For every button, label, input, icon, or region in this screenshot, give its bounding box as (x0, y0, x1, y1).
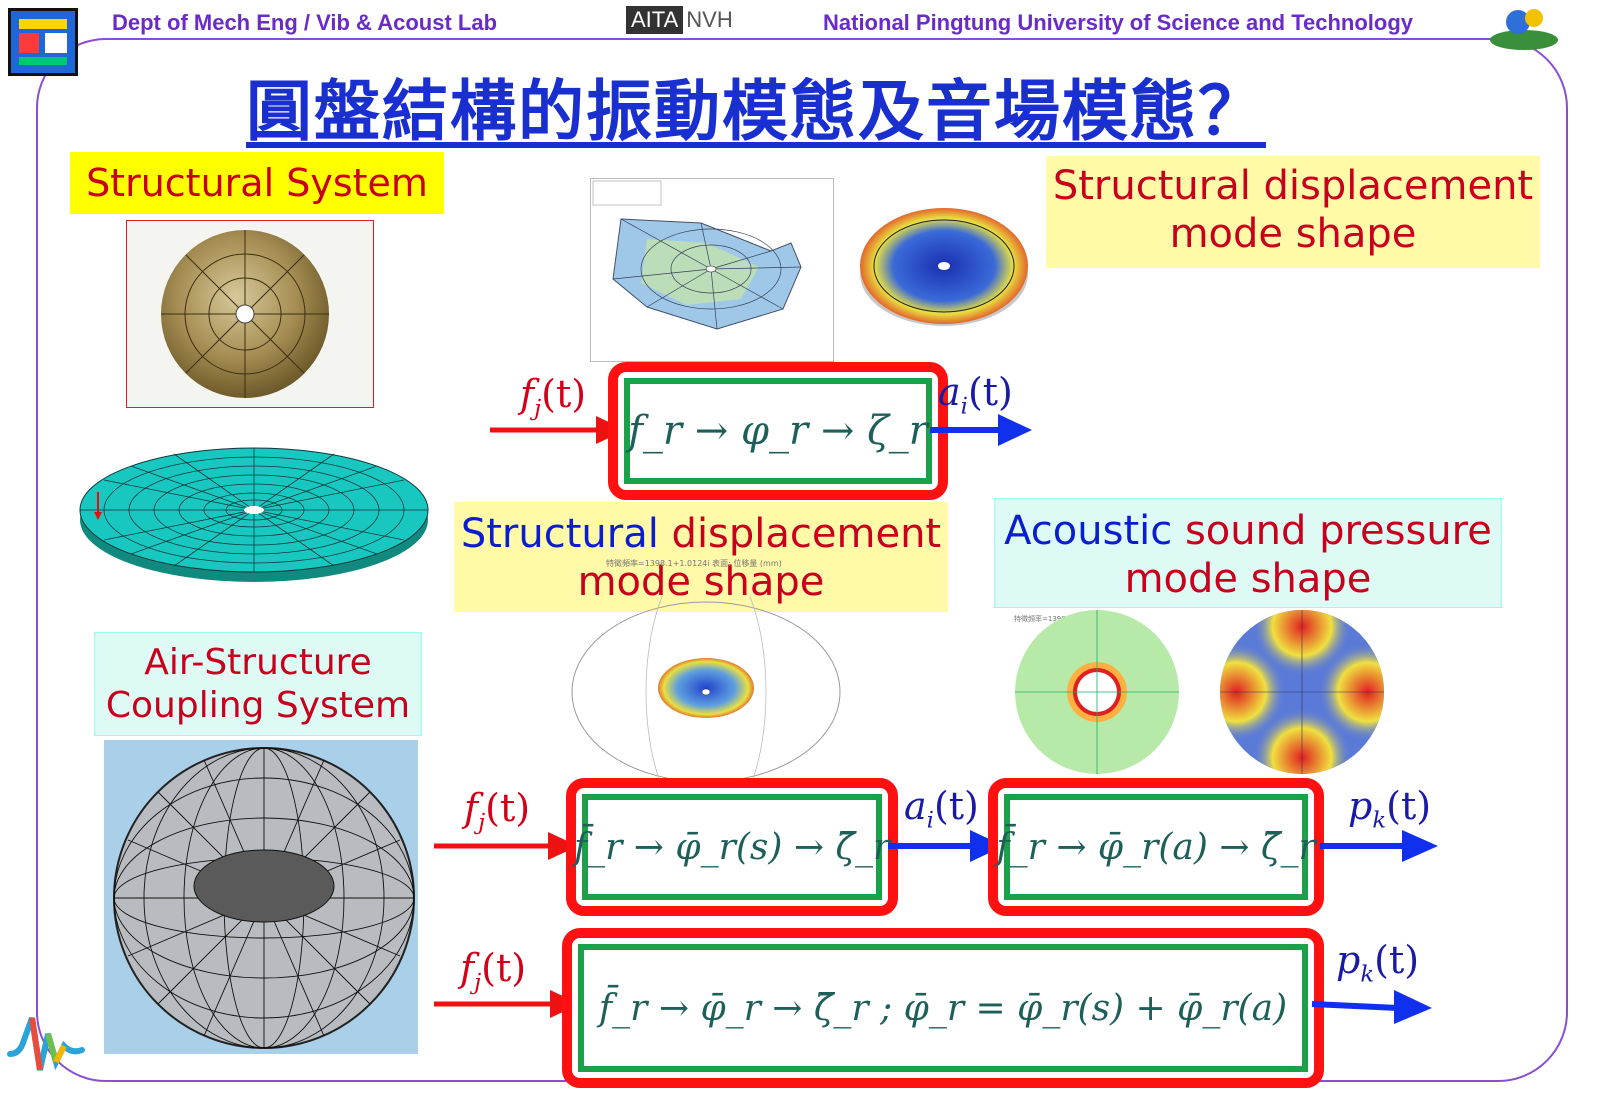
coupling-arrow (888, 830, 1004, 862)
system-block-2a: f̄_r → φ̄_r(s) → ζ̄_r (566, 778, 898, 916)
mid-displacement-text: displacement (671, 511, 942, 557)
input-arrow-3 (434, 990, 580, 1018)
input-arrow-2 (434, 832, 578, 860)
fem-caption: 特徵頻率=1398.1+1.0124i 表面: 位移量 (mm) (606, 559, 782, 568)
input-signal-2: fj(t) (464, 786, 531, 836)
system-block-2b: f̄_r → φ̄_r(a) → ζ̄_r (988, 778, 1324, 916)
output-signal-3: pk(t) (1336, 938, 1420, 988)
brass-disc-photo (126, 220, 374, 408)
system-block-2b-inner: f̄_r → φ̄_r(a) → ζ̄_r (996, 794, 1316, 900)
structural-system-label: Structural System (70, 152, 444, 214)
output-arrow-1 (930, 414, 1032, 446)
acoustic-text: Acoustic (1004, 508, 1173, 554)
air-structure-line1: Air-Structure (144, 642, 372, 683)
acoustic-mode-label: Acoustic sound pressure mode shape (994, 498, 1502, 608)
system-block-2a-inner: f̄_r → φ̄_r(s) → ζ̄_r (574, 794, 890, 900)
aita-text: AITA (626, 6, 684, 34)
aita-nvh-logo: AITA NVH (626, 6, 733, 34)
mid-structural-text: Structural (460, 511, 659, 557)
disp-mode-label-top: Structural displacement mode shape (1046, 156, 1540, 268)
experimental-mode-shape (590, 178, 834, 362)
input-signal-3: fj(t) (460, 946, 527, 996)
disp-mode-top-line2: mode shape (1169, 211, 1417, 257)
output-arrow-2 (1320, 830, 1438, 862)
acoustic-mode-circle-2 (1218, 608, 1386, 776)
nvh-text: NVH (686, 7, 733, 32)
acoustic-mode-shape-text: mode shape (1124, 556, 1372, 602)
air-structure-line2: Coupling System (105, 685, 411, 727)
equation-1: f_r → φ_r → ζ_r (628, 408, 928, 454)
equation-3: f̄_r → φ̄_r → ζ̄_r ; φ̄_r = φ̄_r(s) + φ̄… (598, 987, 1288, 1029)
header-right: National Pingtung University of Science … (823, 10, 1414, 35)
output-signal-1: ai(t) (938, 370, 1013, 420)
system-block-1: f_r → φ_r → ζ_r (608, 362, 948, 500)
coupling-signal: ai(t) (904, 784, 979, 834)
coupled-mode-visual (566, 551, 846, 833)
input-arrow-1 (490, 416, 626, 444)
air-structure-label: Air-Structure Coupling System (94, 632, 422, 736)
sound-pressure-text: sound pressure (1184, 508, 1492, 554)
system-block-3: f̄_r → φ̄_r → ζ̄_r ; φ̄_r = φ̄_r(s) + φ̄… (562, 928, 1324, 1088)
university-logo (1486, 0, 1566, 56)
waveform-logo (6, 1010, 86, 1080)
structural-mode-shape-3d (858, 196, 1030, 332)
sphere-mesh (104, 740, 418, 1054)
header-left: Dept of Mech Eng / Vib & Acoust Lab (112, 10, 498, 35)
fem-disc-mesh (78, 430, 430, 600)
mid-disp-mode-label: Structural displacement mode shape (454, 502, 948, 612)
output-arrow-3 (1311, 990, 1432, 1024)
disp-mode-top-line1: Structural displacement (1052, 163, 1534, 209)
page-title: 圓盤結構的振動模態及音場模態？ (246, 73, 1266, 150)
mid-mode-shape-text: mode shape (577, 559, 825, 605)
input-signal-1: fj(t) (520, 372, 587, 422)
system-block-3-inner: f̄_r → φ̄_r → ζ̄_r ; φ̄_r = φ̄_r(s) + φ̄… (578, 944, 1308, 1072)
structural-system-text: Structural System (86, 161, 428, 205)
lab-logo (8, 8, 78, 76)
acoustic-mode-circle-1 (1012, 610, 1182, 776)
system-block-1-inner: f_r → φ_r → ζ_r (624, 378, 932, 484)
output-signal-2: pk(t) (1348, 784, 1432, 834)
equation-2a: f̄_r → φ̄_r(s) → ζ̄_r (573, 826, 891, 868)
acoustic-caption: 特徵頻率=1398 總聲壓 (1014, 615, 1089, 623)
equation-2b: f̄_r → φ̄_r(a) → ζ̄_r (996, 826, 1316, 868)
